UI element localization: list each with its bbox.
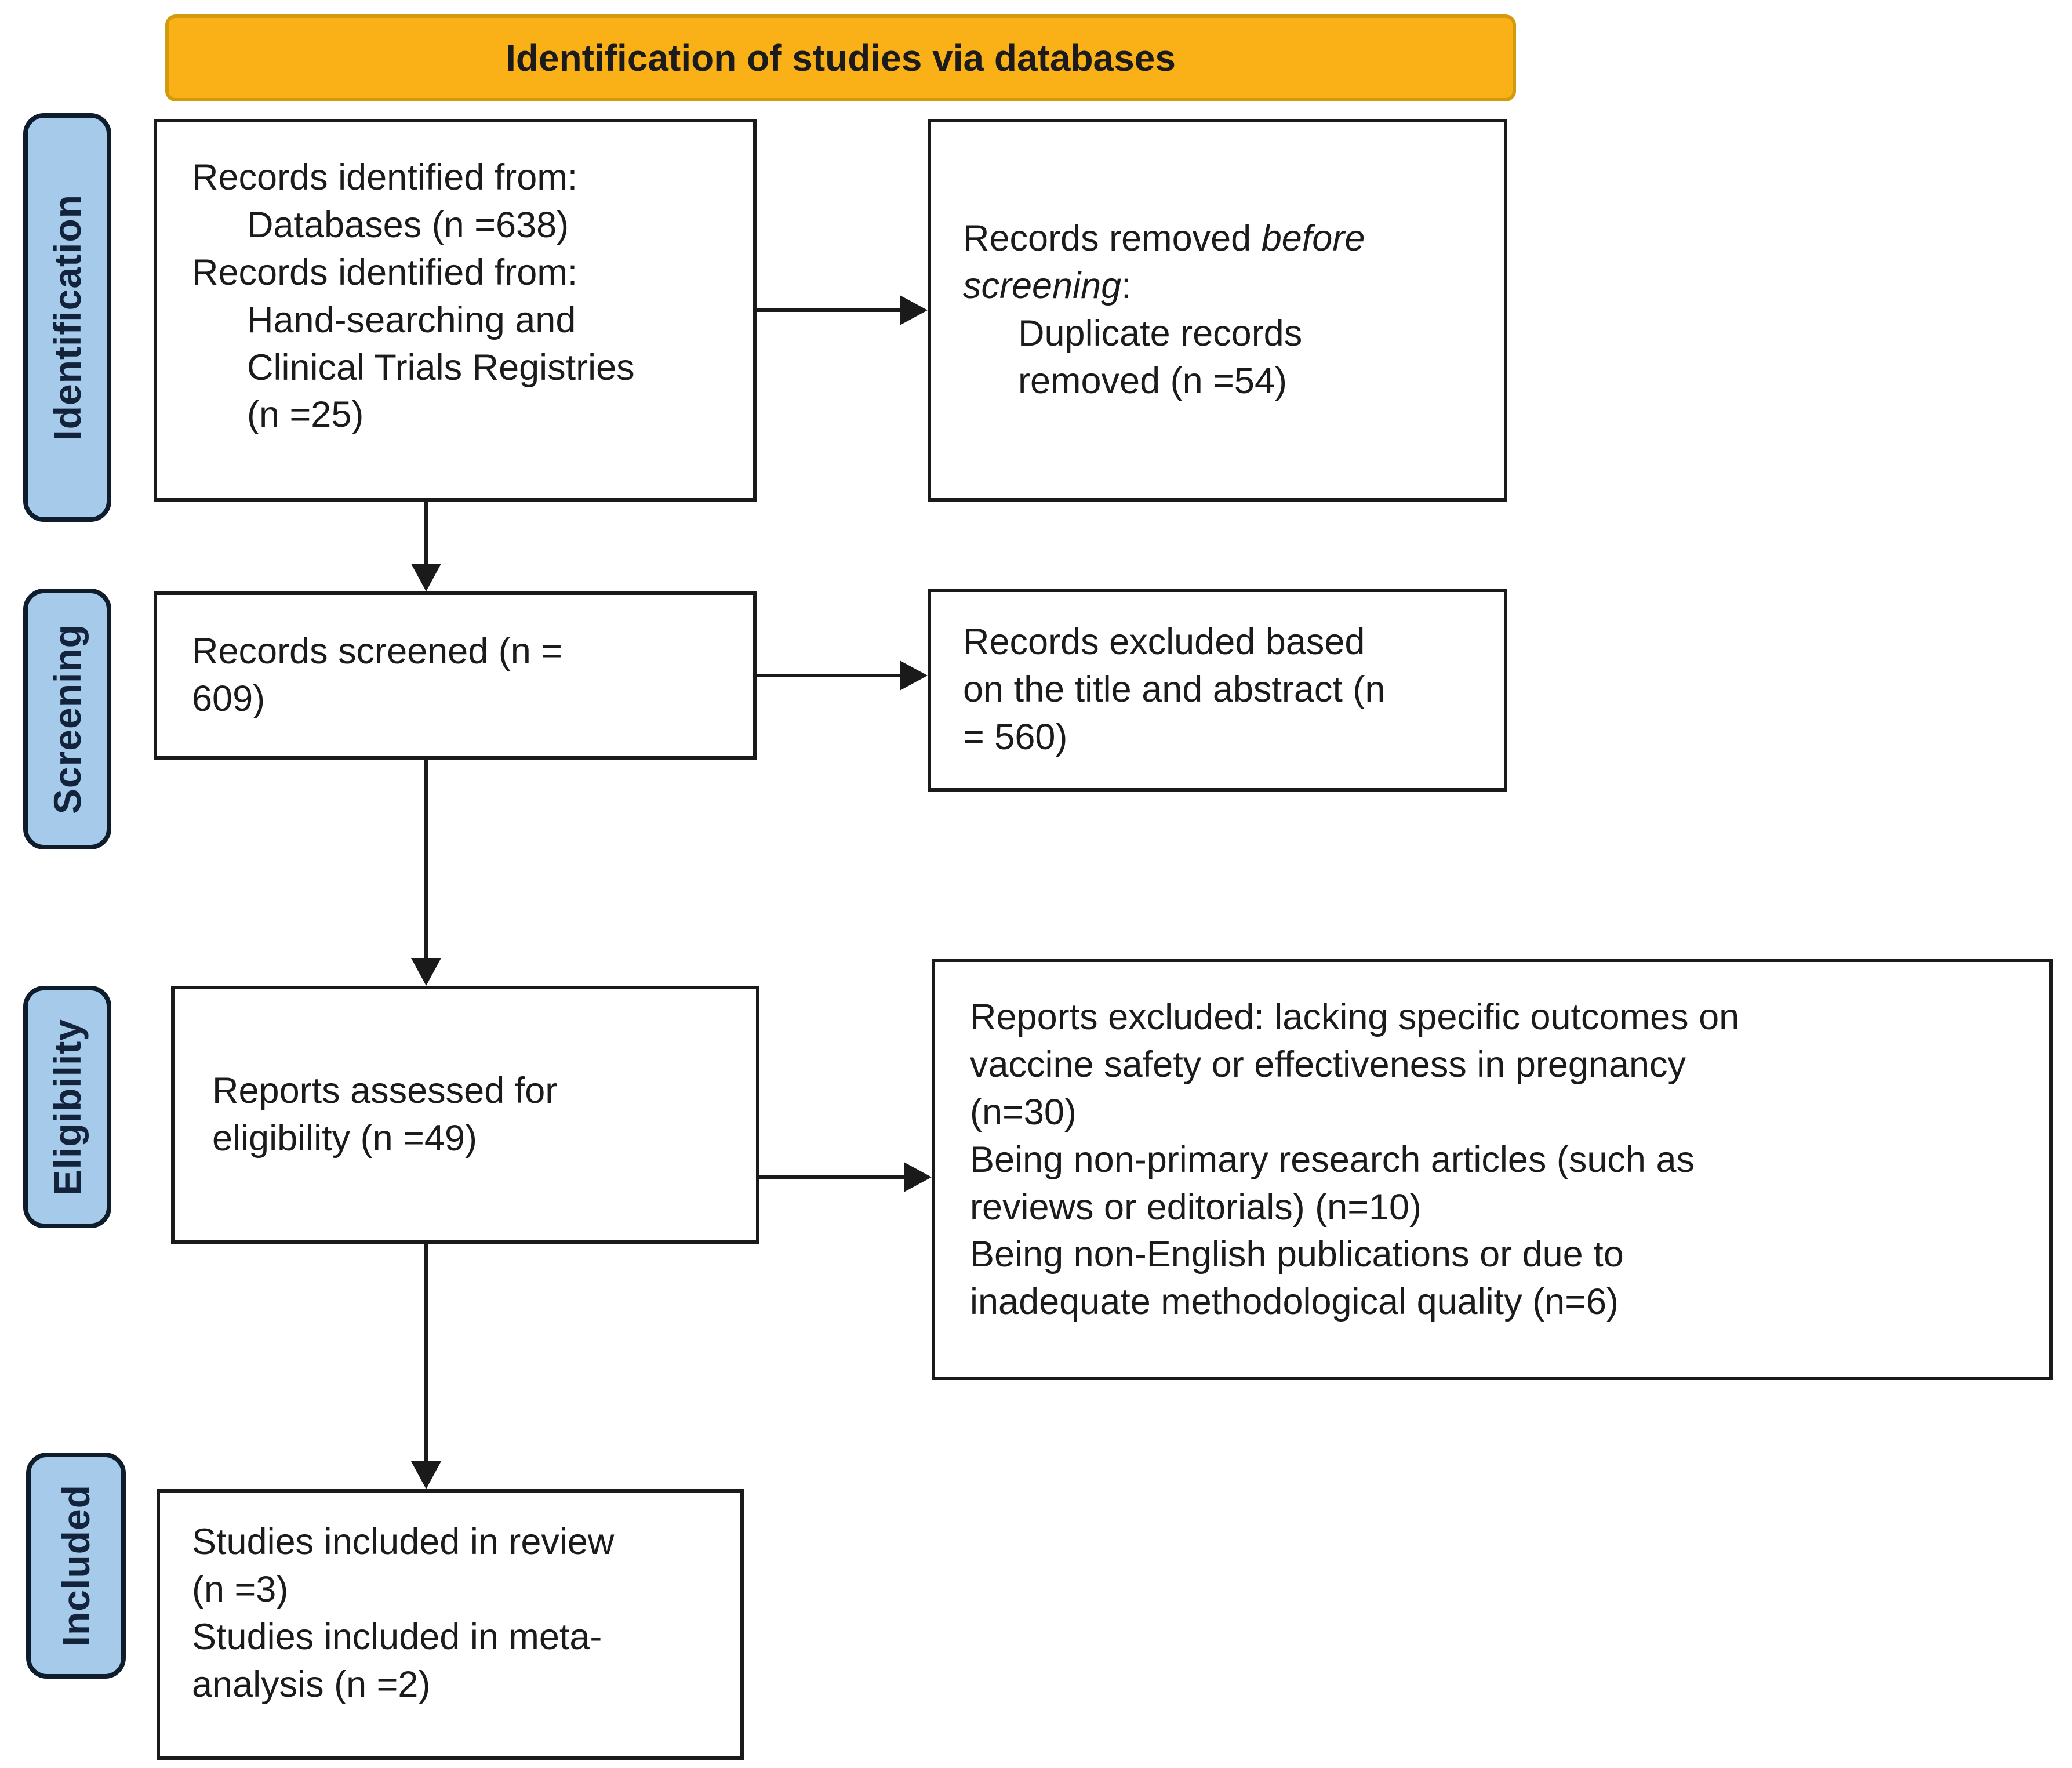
arrow-line-screened-to-excluded	[757, 674, 901, 677]
box-text-line: eligibility (n =49)	[212, 1117, 477, 1159]
box-text-line: Records removed before	[963, 218, 1365, 259]
stage-chip-identification: Identification	[23, 113, 111, 522]
box-text-line: inadequate methodological quality (n=6)	[970, 1281, 1619, 1323]
arrow-line-screened-to-assessed	[424, 760, 428, 963]
box-text-line: reviews or editorials) (n=10)	[970, 1186, 1422, 1228]
box-text-line: (n =3)	[192, 1569, 289, 1610]
box-text-line: Hand-searching and	[247, 299, 576, 340]
stage-label-screening: Screening	[46, 623, 89, 815]
box-text-line: Databases (n =638)	[247, 204, 569, 245]
box-text-line: = 560)	[963, 716, 1068, 757]
box-text-line: Duplicate records	[1018, 313, 1303, 354]
box-text-line: Studies included in meta-	[192, 1616, 602, 1657]
box-text-line: vaccine safety or effectiveness in pregn…	[970, 1044, 1686, 1085]
reports-assessed-box: Reports assessed for eligibility (n =49)	[171, 986, 759, 1244]
box-text-line: Reports assessed for	[212, 1070, 558, 1111]
records-screened-box: Records screened (n = 609)	[154, 591, 757, 760]
stage-chip-eligibility: Eligibility	[23, 986, 111, 1228]
box-text-line: Records screened (n =	[192, 631, 563, 672]
box-text-line: Clinical Trials Registries	[247, 347, 635, 388]
arrow-head-assessed-to-reports-excluded	[904, 1162, 932, 1192]
box-text-line: (n=30)	[970, 1091, 1077, 1132]
arrow-head-assessed-to-included	[411, 1461, 441, 1489]
arrow-line-assessed-to-included	[424, 1244, 428, 1466]
banner-title: Identification of studies via databases	[165, 14, 1516, 101]
stage-chip-included: Included	[26, 1453, 126, 1679]
box-text-line: analysis (n =2)	[192, 1664, 431, 1705]
arrow-line-identified-to-screened	[424, 502, 428, 568]
records-identified-box: Records identified from: Databases (n =63…	[154, 119, 757, 502]
box-text-line: Reports excluded: lacking specific outco…	[970, 997, 1740, 1037]
stage-label-included: Included	[54, 1484, 97, 1647]
studies-included-box: Studies included in review (n =3) Studies …	[157, 1489, 744, 1760]
arrow-head-identified-to-removed	[900, 295, 928, 325]
box-text-line: (n =25)	[247, 394, 364, 435]
arrow-head-identified-to-screened	[411, 564, 441, 591]
stage-label-eligibility: Eligibility	[46, 1018, 89, 1196]
arrow-head-screened-to-assessed	[411, 958, 441, 986]
box-text-line: Being non-primary research articles (suc…	[970, 1139, 1695, 1180]
stage-chip-screening: Screening	[23, 589, 111, 849]
box-text-line: screening:	[963, 266, 1132, 307]
box-text-line: Records identified from:	[192, 252, 578, 293]
box-text-line: Being non-English publications or due to	[970, 1234, 1624, 1275]
arrow-line-assessed-to-reports-excluded	[759, 1175, 906, 1179]
arrow-head-screened-to-excluded	[900, 660, 928, 691]
box-text-line: 609)	[192, 678, 266, 719]
records-excluded-box: Records excluded based on the title and a…	[928, 589, 1507, 792]
reports-excluded-box: Reports excluded: lacking specific outco…	[932, 959, 2053, 1380]
box-text-line: removed (n =54)	[1018, 360, 1287, 401]
records-removed-before-screening-box: Records removed before screening: Duplicat…	[928, 119, 1507, 502]
box-text-line: Records identified from:	[192, 157, 578, 198]
box-text-line: Studies included in review	[192, 1522, 615, 1562]
box-text-line: Records excluded based	[963, 622, 1365, 663]
stage-label-identification: Identification	[46, 194, 89, 441]
box-text-line: on the title and abstract (n	[963, 669, 1386, 710]
arrow-line-identified-to-removed	[757, 308, 901, 312]
